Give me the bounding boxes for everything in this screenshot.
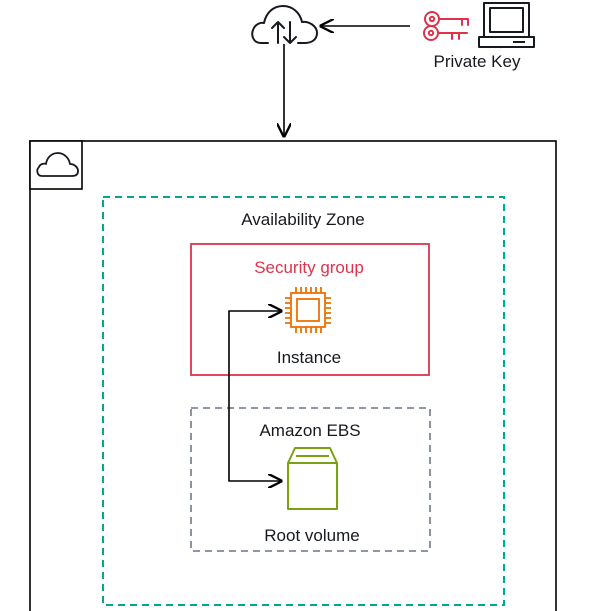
private-key-label: Private Key — [434, 52, 521, 71]
amazon-ebs-label: Amazon EBS — [259, 421, 360, 440]
instance-label: Instance — [277, 348, 341, 367]
availability-zone-group — [102, 196, 505, 606]
instance-volume-connector — [228, 311, 281, 481]
ebs-volume-icon — [287, 447, 338, 510]
availability-zone-label: Availability Zone — [241, 210, 364, 229]
cloud-upload-download-icon — [251, 5, 318, 44]
security-group — [190, 243, 430, 376]
laptop-icon — [478, 2, 535, 48]
key-pair-icon — [423, 11, 469, 41]
aws-cloud-group — [29, 140, 557, 611]
root-volume-label: Root volume — [264, 526, 359, 545]
aws-cloud-icon — [36, 152, 79, 177]
security-group-label: Security group — [254, 258, 364, 277]
ec2-chip-icon — [285, 287, 331, 333]
